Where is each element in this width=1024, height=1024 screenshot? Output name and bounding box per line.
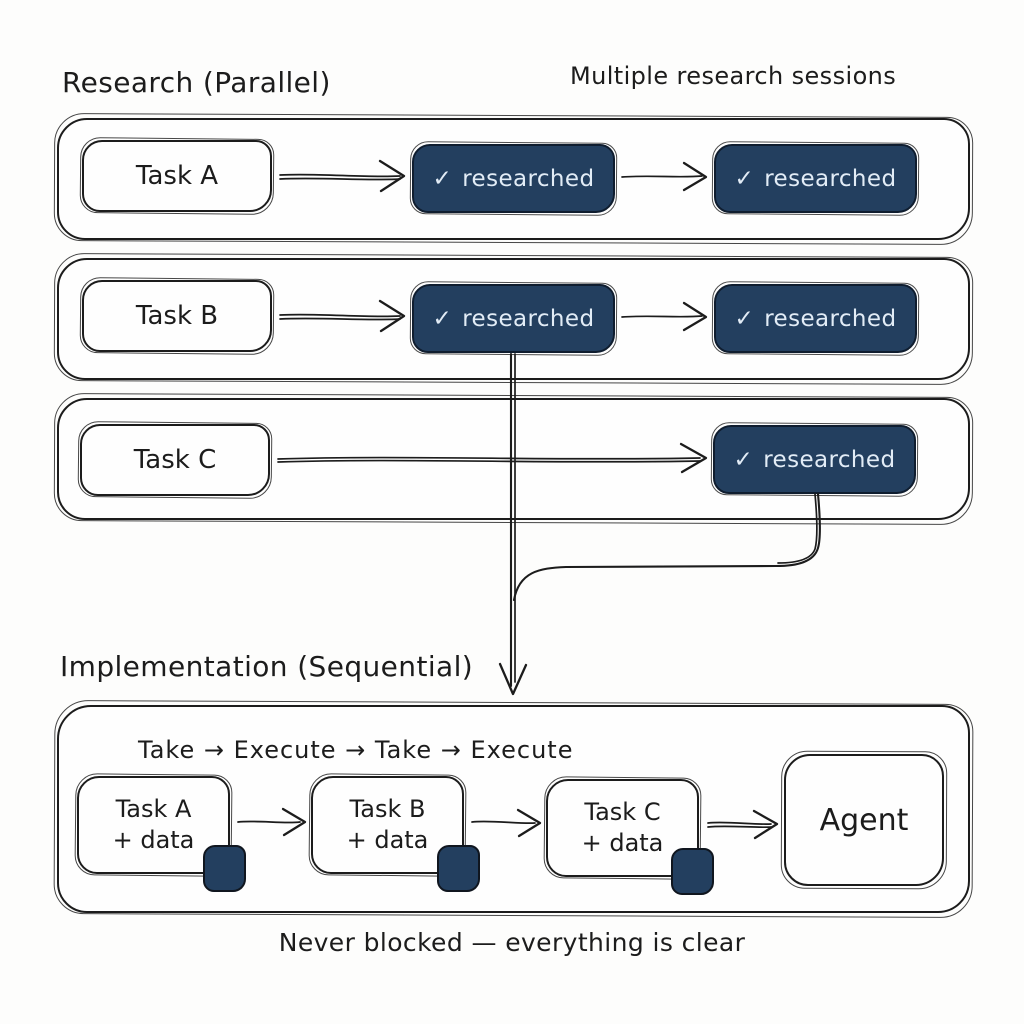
researched-box-b2: ✓ researched xyxy=(714,284,917,353)
agent-label: Agent xyxy=(819,802,909,838)
checkmark-icon: ✓ xyxy=(734,165,755,192)
step-subtitle: + data xyxy=(581,829,664,857)
step-subtitle: + data xyxy=(346,826,429,854)
checkmark-icon: ✓ xyxy=(432,165,453,192)
researched-label: researched xyxy=(462,305,595,332)
researched-box-a2: ✓ researched xyxy=(714,144,917,213)
data-badge-icon xyxy=(437,845,480,892)
researched-label: researched xyxy=(764,305,897,332)
researched-box-b1: ✓ researched xyxy=(412,284,615,353)
step-title: Task C xyxy=(584,797,661,826)
researched-label: researched xyxy=(764,165,897,192)
data-badge-icon xyxy=(671,848,714,895)
data-badge-icon xyxy=(203,845,246,892)
checkmark-icon: ✓ xyxy=(734,305,755,332)
implementation-section-title: Implementation (Sequential) xyxy=(60,650,474,683)
checkmark-icon: ✓ xyxy=(432,305,453,332)
task-b-label: Task B xyxy=(135,301,219,331)
step-title: Task B xyxy=(349,794,426,823)
never-blocked-caption: Never blocked — everything is clear xyxy=(278,928,746,957)
task-a-label: Task A xyxy=(135,161,219,191)
research-section-title: Research (Parallel) xyxy=(62,66,331,99)
researched-box-a1: ✓ researched xyxy=(412,144,615,213)
step-subtitle: + data xyxy=(112,826,195,854)
task-c-label: Task C xyxy=(133,445,217,475)
checkmark-icon: ✓ xyxy=(733,446,754,473)
agent-box: Agent xyxy=(784,754,944,886)
task-a-box: Task A xyxy=(82,140,272,212)
researched-box-c1: ✓ researched xyxy=(713,425,916,494)
research-sessions-annotation: Multiple research sessions xyxy=(570,62,897,90)
loop-sequence-label: Take → Execute → Take → Execute xyxy=(138,736,574,764)
researched-label: researched xyxy=(462,165,595,192)
task-b-box: Task B xyxy=(82,280,272,352)
task-c-box: Task C xyxy=(80,424,270,496)
researched-label: researched xyxy=(763,446,896,473)
step-title: Task A xyxy=(115,794,192,823)
